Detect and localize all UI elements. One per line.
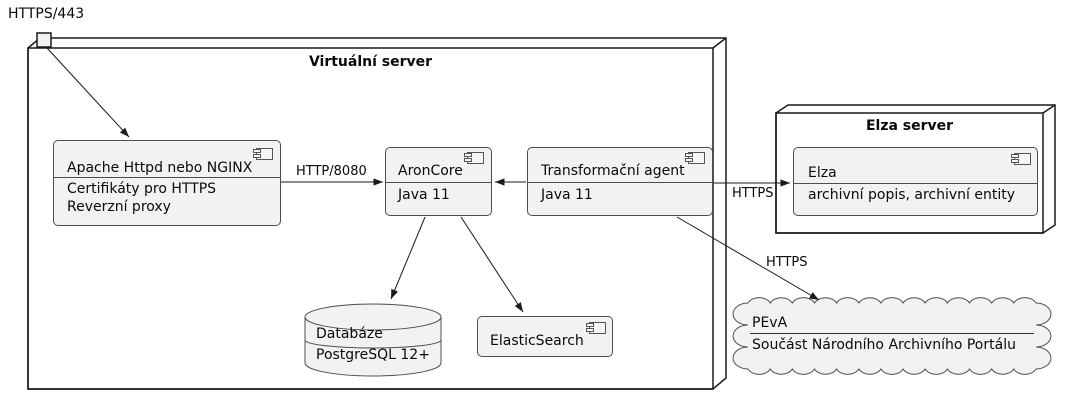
cloud-title: PEvA <box>752 315 788 331</box>
component-aroncore-line1: Java 11 <box>398 187 450 203</box>
component-aroncore-title: AronCore <box>398 163 463 179</box>
virtual-server-node <box>27 37 727 390</box>
component-aroncore: AronCore Java 11 <box>385 147 492 216</box>
edge-aroncore-to-elasticsearch <box>460 216 524 313</box>
component-elza-title: Elza <box>808 165 837 181</box>
virtual-server-title: Virtuální server <box>308 54 433 70</box>
component-separator <box>54 177 280 178</box>
component-apache-line1: Certifikáty pro HTTPS <box>67 181 217 197</box>
edge-agent-to-peva <box>676 216 820 301</box>
elza-server-title: Elza server <box>865 118 954 134</box>
component-icon <box>1011 153 1031 165</box>
edge-label-https-elza: HTTPS <box>732 186 774 201</box>
edge-label-http8080: HTTP/8080 <box>296 164 367 179</box>
edge-aroncore-to-database <box>390 216 426 300</box>
component-elasticsearch: ElasticSearch <box>477 316 613 357</box>
database-subtitle: PostgreSQL 12+ <box>316 347 430 363</box>
database-separator <box>304 339 442 349</box>
edge-port-to-apache <box>46 47 130 138</box>
component-separator <box>794 183 1037 184</box>
component-transform-agent-title: Transformační agent <box>541 163 685 179</box>
component-apache-title: Apache Httpd nebo NGINX <box>67 160 253 176</box>
port-label: HTTPS/443 <box>8 6 85 22</box>
component-elasticsearch-title: ElasticSearch <box>490 333 584 349</box>
component-icon <box>586 322 606 334</box>
diagram-edges <box>46 47 820 313</box>
database-title: Databáze <box>316 326 383 342</box>
cloud-shape <box>732 297 1052 375</box>
edge-label-https-peva: HTTPS <box>766 255 808 270</box>
component-separator <box>528 182 712 183</box>
component-separator <box>386 182 491 183</box>
port-marker <box>36 32 52 48</box>
component-apache: Apache Httpd nebo NGINX Certifikáty pro … <box>53 140 281 226</box>
cloud-subtitle: Součást Národního Archivního Portálu <box>752 337 1016 353</box>
cloud-separator <box>750 333 1034 334</box>
component-icon <box>464 152 484 164</box>
component-icon <box>253 148 273 160</box>
component-icon <box>685 152 705 164</box>
component-transform-agent-line1: Java 11 <box>541 187 593 203</box>
database-cylinder <box>304 303 442 377</box>
component-transform-agent: Transformační agent Java 11 <box>527 147 713 216</box>
component-elza-line1: archivní popis, archivní entity <box>808 187 1016 203</box>
component-apache-line2: Reverzní proxy <box>67 199 171 215</box>
component-elza: Elza archivní popis, archivní entity <box>793 147 1038 216</box>
